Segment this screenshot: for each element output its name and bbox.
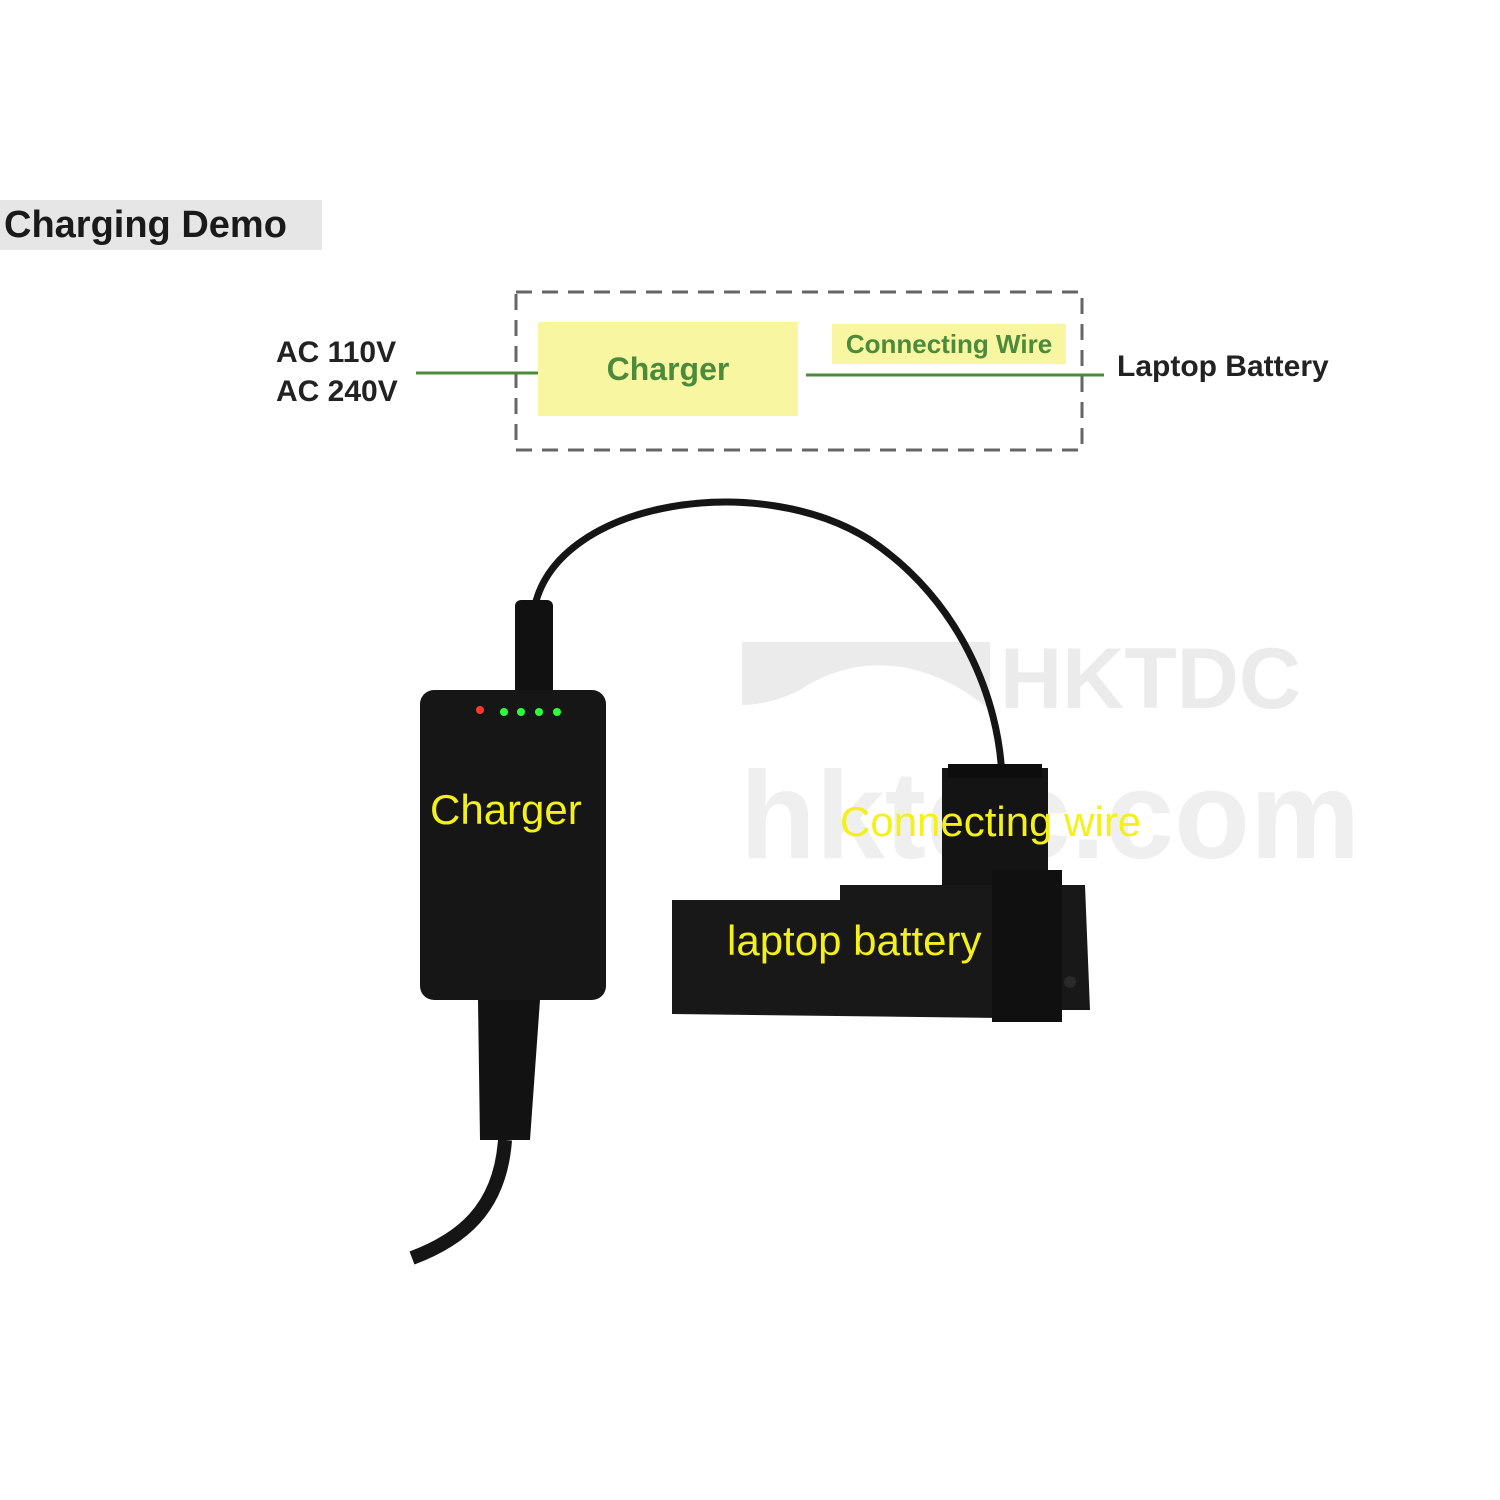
battery-body	[672, 885, 1090, 1018]
output-cable	[531, 498, 1006, 781]
ac-110v-label: AC 110V	[276, 336, 397, 369]
input-strain-relief	[478, 1000, 540, 1140]
led-red	[476, 706, 484, 714]
battery-clip	[992, 870, 1062, 1022]
watermark-logo-swoosh	[742, 642, 990, 710]
watermark-url: hktdc.com	[740, 747, 1360, 885]
connecting-wire-box: Connecting Wire	[832, 324, 1066, 364]
laptop-battery-label: Laptop Battery	[1117, 350, 1329, 383]
photo-wire-label: Connecting wire	[840, 798, 1142, 845]
photo-charger-label: Charger	[430, 786, 582, 833]
battery-connector-tab	[948, 764, 1042, 778]
ac-240v-label: AC 240V	[276, 375, 398, 408]
watermark: HKTDC hktdc.com	[740, 631, 1360, 885]
led-green-1	[500, 708, 508, 716]
battery-connector-block	[942, 768, 1048, 888]
charger-body	[420, 690, 606, 1000]
input-cable	[409, 1139, 512, 1265]
photo-battery-label: laptop battery	[727, 917, 982, 964]
led-green-4	[553, 708, 561, 716]
charger-box: Charger	[538, 322, 798, 416]
output-strain-relief	[515, 600, 553, 695]
led-green-3	[535, 708, 543, 716]
battery-screw	[1064, 976, 1076, 988]
led-green-2	[517, 708, 525, 716]
watermark-logo-text: HKTDC	[1000, 631, 1301, 727]
page-title: Charging Demo	[0, 200, 322, 250]
